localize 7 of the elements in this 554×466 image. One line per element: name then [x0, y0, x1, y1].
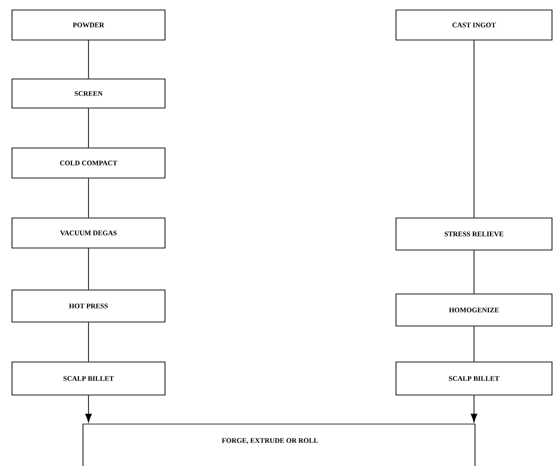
connector-line — [88, 178, 89, 218]
connector-line — [85, 395, 92, 422]
connector-line — [88, 248, 89, 290]
connector-line — [88, 40, 89, 79]
connector-line — [470, 395, 478, 422]
connector-line — [88, 322, 89, 362]
connector-line — [88, 108, 89, 148]
